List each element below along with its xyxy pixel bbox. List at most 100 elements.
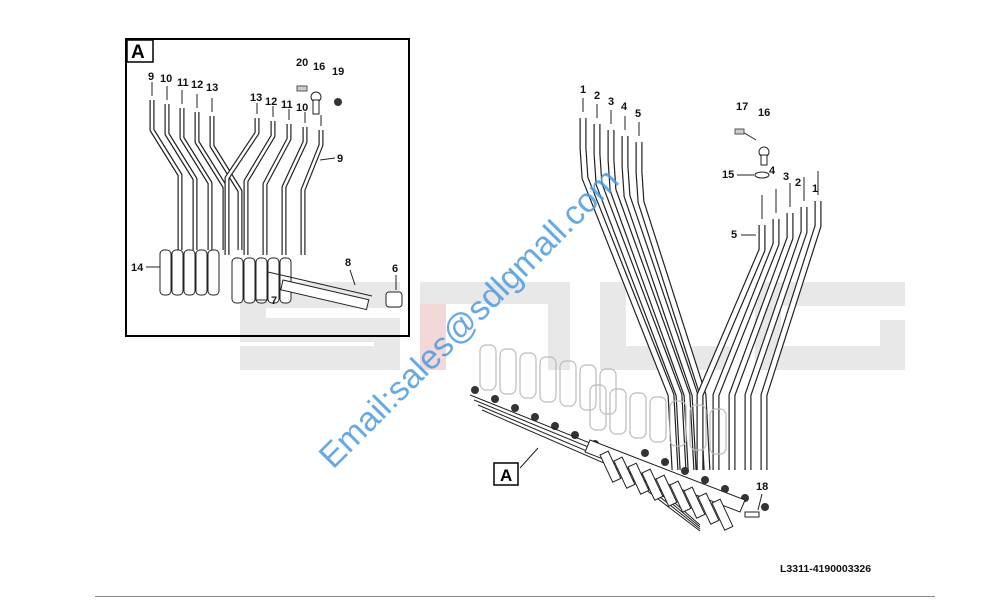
lever-link — [559, 360, 577, 407]
callout-14: 14 — [131, 262, 144, 274]
lever-rod — [580, 118, 678, 471]
callout-16: 16 — [758, 107, 770, 119]
callout-3: 3 — [783, 171, 789, 183]
callout-13: 13 — [250, 92, 262, 104]
lever-rod — [594, 124, 686, 471]
lever-rod — [301, 130, 323, 255]
callout-18: 18 — [756, 481, 768, 493]
callout-1: 1 — [580, 84, 586, 96]
lever-rod — [210, 116, 242, 250]
lever-link — [231, 257, 244, 304]
lever-link — [579, 364, 597, 411]
lever-link — [195, 249, 208, 296]
lever-link — [519, 352, 537, 399]
callout-5: 5 — [635, 108, 641, 120]
pivot-nut — [681, 467, 689, 475]
lever-link — [669, 400, 687, 447]
lever-rod — [282, 127, 307, 255]
lever-link — [255, 257, 268, 304]
callout-12: 12 — [191, 79, 203, 91]
lever-link — [629, 392, 647, 439]
main-small-parts: A — [493, 128, 770, 518]
lever-link — [207, 249, 220, 296]
detail-view-label: A — [131, 42, 145, 63]
detail-reference-label: A — [500, 466, 512, 485]
callout-9: 9 — [337, 153, 343, 165]
callout-17: 17 — [736, 101, 748, 113]
pivot-nut — [641, 449, 649, 457]
inset-lever-rods — [149, 82, 336, 255]
sdlg-logo-watermark — [240, 282, 905, 370]
lever-rod — [697, 225, 765, 470]
bolt-part-20 — [296, 85, 308, 92]
main-lever-rods — [579, 98, 822, 511]
lever-rod — [745, 207, 807, 470]
lever-link — [689, 404, 707, 451]
lever-link — [499, 348, 517, 395]
lever-link — [183, 249, 196, 296]
lever-rod — [225, 118, 259, 255]
lever-rod — [608, 130, 694, 471]
pivot-nut — [511, 404, 519, 412]
washer-icon — [754, 171, 770, 179]
callout-2: 2 — [795, 177, 801, 189]
callout-7: 7 — [271, 295, 277, 307]
lever-rod — [761, 201, 821, 470]
inset-callouts: 9 10 11 12 13 13 12 11 10 9 20 16 19 14 … — [131, 57, 398, 307]
callout-8: 8 — [345, 257, 351, 269]
drawing-reference-code: L3311-4190003326 — [780, 563, 872, 575]
callout-15: 15 — [722, 169, 734, 181]
lever-link — [243, 257, 256, 304]
pivot-nut — [661, 458, 669, 466]
lever-link — [159, 249, 172, 296]
footer-divider — [95, 596, 935, 597]
detail-view-a: A — [125, 38, 410, 337]
callout-16: 16 — [313, 61, 325, 73]
lever-rod — [165, 104, 197, 250]
shaft-part-8 — [280, 279, 370, 311]
lever-rod — [180, 108, 212, 250]
pin-icon — [744, 511, 760, 518]
lever-link — [589, 384, 607, 431]
pivot-nut — [571, 431, 579, 439]
callout-4: 4 — [621, 101, 628, 113]
main-callouts: 1 2 3 4 5 17 16 15 4 3 2 1 5 18 — [580, 84, 818, 493]
lever-rod — [622, 136, 702, 471]
callout-5: 5 — [731, 229, 737, 241]
pivot-nut — [761, 503, 769, 511]
pivot-nut — [701, 476, 709, 484]
lever-rod — [244, 121, 275, 255]
callout-10: 10 — [296, 102, 308, 114]
callout-11: 11 — [281, 99, 293, 111]
callout-9: 9 — [148, 71, 154, 83]
lever-link — [709, 408, 727, 455]
inset-lever-links — [146, 249, 397, 304]
callout-2: 2 — [594, 90, 600, 102]
callout-1: 1 — [812, 183, 818, 195]
bushing-part-6 — [385, 291, 403, 308]
lever-rod — [150, 100, 182, 250]
nut-part-19 — [334, 98, 342, 106]
lever-rod — [713, 219, 779, 470]
lever-rod — [636, 142, 710, 471]
lever-rod — [263, 124, 291, 255]
lever-link — [599, 368, 617, 415]
callout-4: 4 — [769, 165, 776, 177]
main-lever-links — [469, 344, 769, 532]
callout-13: 13 — [206, 82, 218, 94]
pivot-nut — [471, 386, 479, 394]
callout-12: 12 — [265, 96, 277, 108]
callout-11: 11 — [177, 77, 189, 89]
lever-link — [479, 344, 497, 391]
lever-link — [539, 356, 557, 403]
callout-6: 6 — [392, 263, 398, 275]
lever-link — [267, 257, 280, 304]
callout-10: 10 — [160, 73, 172, 85]
pivot-nut — [531, 413, 539, 421]
callout-20: 20 — [296, 57, 308, 69]
lever-link — [171, 249, 184, 296]
bolt-icon — [734, 128, 745, 135]
callout-19: 19 — [332, 66, 344, 78]
lever-rod — [729, 213, 793, 470]
